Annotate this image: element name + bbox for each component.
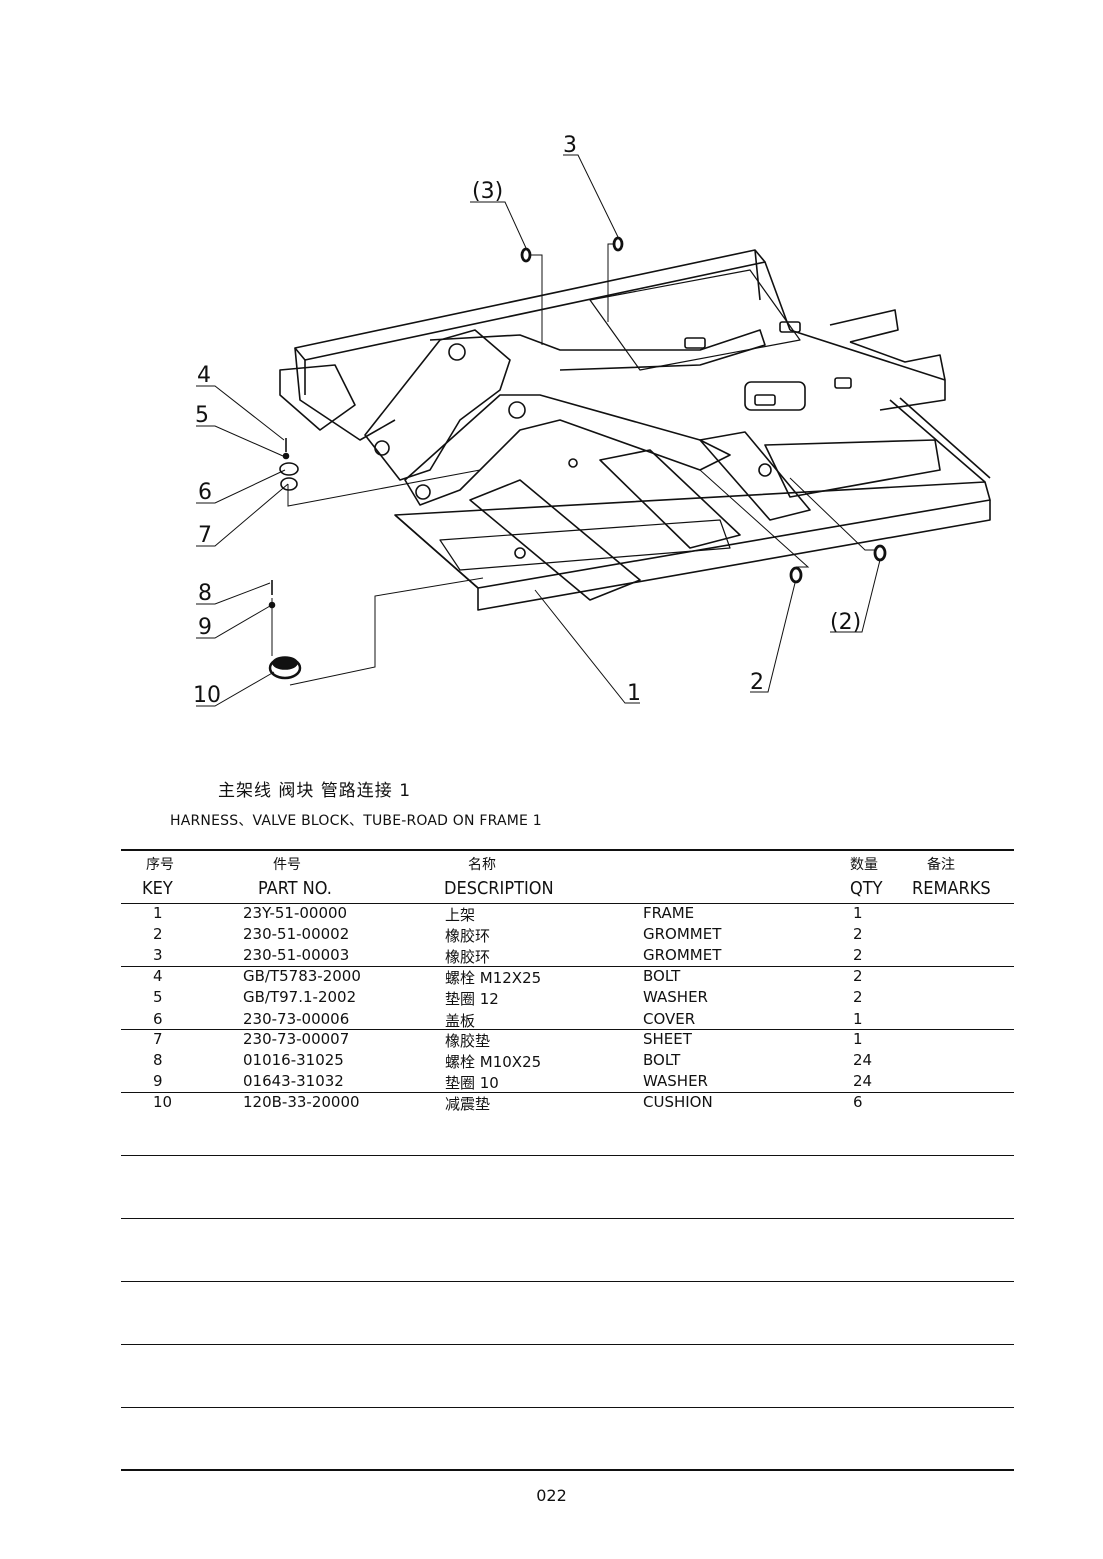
callout-3: 3: [563, 133, 577, 158]
cell-qty: 1: [853, 1030, 863, 1048]
callout-6: 6: [198, 480, 212, 505]
cell-desc-cn: 垫圈 10: [445, 1074, 499, 1092]
cell-key: 6: [153, 1010, 163, 1028]
callout-2: 2: [750, 670, 764, 695]
cell-qty: 2: [853, 967, 863, 985]
cell-key: 3: [153, 946, 163, 964]
header-part-no: PART NO.: [258, 878, 332, 899]
cell-key: 8: [153, 1051, 163, 1069]
callout-10: 10: [193, 683, 221, 708]
cell-qty: 2: [853, 946, 863, 964]
cell-qty: 2: [853, 925, 863, 943]
cell-key: 1: [153, 904, 163, 922]
cell-key: 2: [153, 925, 163, 943]
cell-qty: 1: [853, 1010, 863, 1028]
cell-key: 7: [153, 1030, 163, 1048]
cell-desc-cn: 橡胶垫: [445, 1032, 491, 1050]
callout-3-paren: (3): [472, 179, 503, 204]
cell-desc-cn: 螺栓 M12X25: [445, 969, 542, 987]
cell-part-no: 01643-31032: [243, 1072, 344, 1090]
cell-desc-cn: 橡胶环: [445, 948, 491, 966]
empty-rule-3: [121, 1281, 1014, 1282]
callout-2-paren: (2): [830, 610, 861, 635]
callout-9: 9: [198, 615, 212, 640]
page-number: 022: [536, 1486, 567, 1505]
cell-desc-cn: 减震垫: [445, 1095, 491, 1113]
header-desc-cn: 名称: [468, 857, 496, 873]
cell-desc-en: GROMMET: [643, 946, 722, 964]
cell-desc-en: WASHER: [643, 1072, 708, 1090]
cell-desc-en: COVER: [643, 1010, 696, 1028]
header-key: KEY: [142, 878, 173, 899]
header-part-cn: 件号: [273, 857, 301, 873]
callout-5: 5: [195, 403, 209, 428]
cell-part-no: GB/T5783-2000: [243, 967, 361, 985]
cell-desc-en: WASHER: [643, 988, 708, 1006]
cell-key: 4: [153, 967, 163, 985]
cell-desc-cn: 橡胶环: [445, 927, 491, 945]
header-description: DESCRIPTION: [444, 878, 554, 899]
empty-rule-4: [121, 1344, 1014, 1345]
frame-right-side: [789, 329, 946, 411]
header-qty-cn: 数量: [850, 857, 878, 873]
group-rule-2: [121, 1029, 1014, 1030]
cell-desc-cn: 垫圈 12: [445, 990, 499, 1008]
table-bottom-rule: [121, 1469, 1014, 1471]
cell-desc-en: BOLT: [643, 967, 681, 985]
cell-part-no: 230-51-00002: [243, 925, 350, 943]
cell-desc-cn: 上架: [445, 906, 476, 924]
cell-desc-en: CUSHION: [643, 1093, 713, 1111]
cell-qty: 1: [853, 904, 863, 922]
cell-desc-cn: 盖板: [445, 1012, 476, 1030]
cell-qty: 6: [853, 1093, 863, 1111]
header-qty: QTY: [850, 878, 883, 899]
group-rule-1: [121, 966, 1014, 967]
group-rule-3: [121, 1092, 1014, 1093]
cell-desc-en: FRAME: [643, 904, 695, 922]
empty-rule-2: [121, 1218, 1014, 1219]
cell-part-no: 230-73-00006: [243, 1010, 350, 1028]
frame-rear-member: [294, 249, 766, 361]
cell-qty: 24: [853, 1072, 873, 1090]
cell-desc-cn: 螺栓 M10X25: [445, 1053, 542, 1071]
cell-key: 5: [153, 988, 163, 1006]
table-top-rule: [121, 849, 1014, 851]
header-rule: [121, 903, 1014, 904]
cell-part-no: 120B-33-20000: [243, 1093, 360, 1111]
header-key-cn: 序号: [146, 857, 174, 873]
callout-4: 4: [197, 363, 211, 388]
cell-part-no: 23Y-51-00000: [243, 904, 348, 922]
callout-1: 1: [627, 681, 641, 706]
title-chinese: 主架线 阀块 管路连接 1: [218, 781, 412, 801]
frame-left-side: [294, 347, 396, 441]
cell-part-no: 01016-31025: [243, 1051, 344, 1069]
cell-key: 10: [153, 1093, 173, 1111]
cell-part-no: 230-73-00007: [243, 1030, 350, 1048]
header-remarks-cn: 备注: [927, 857, 955, 873]
empty-rule-5: [121, 1407, 1014, 1408]
cell-key: 9: [153, 1072, 163, 1090]
title-english: HARNESS、VALVE BLOCK、TUBE-ROAD ON FRAME 1: [170, 813, 542, 829]
exploded-parts-drawing: (3) 3 4 5 6 7 8 9 10 1 2 (2): [193, 133, 991, 708]
callout-7: 7: [198, 523, 212, 548]
cell-qty: 24: [853, 1051, 873, 1069]
cell-part-no: 230-51-00003: [243, 946, 350, 964]
cell-part-no: GB/T97.1-2002: [243, 988, 357, 1006]
cell-qty: 2: [853, 988, 863, 1006]
cell-desc-en: BOLT: [643, 1051, 681, 1069]
cell-desc-en: SHEET: [643, 1030, 692, 1048]
callout-8: 8: [198, 581, 212, 606]
boom-mount-plate: [364, 329, 511, 481]
header-remarks: REMARKS: [912, 878, 991, 899]
empty-rule-1: [121, 1155, 1014, 1156]
cell-desc-en: GROMMET: [643, 925, 722, 943]
